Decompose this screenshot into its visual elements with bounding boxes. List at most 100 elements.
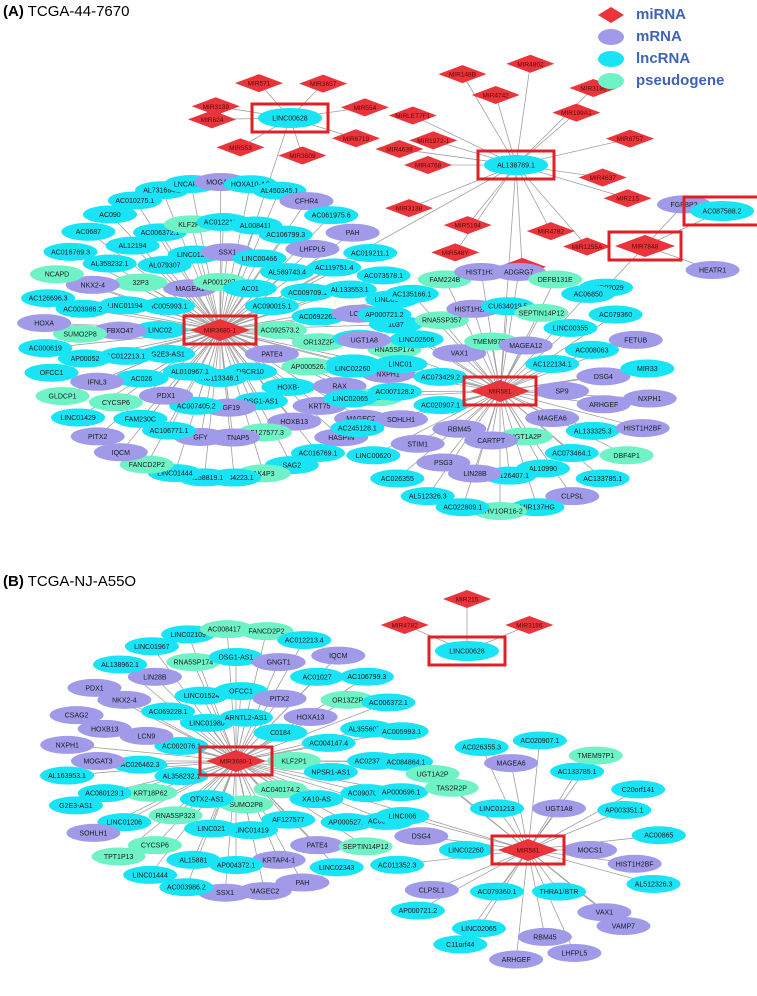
pseudogene-node[interactable]: AC040174.2: [253, 780, 308, 799]
lncrna-node[interactable]: LINC02065: [451, 919, 506, 938]
pseudogene-node[interactable]: OR13Z2P: [291, 333, 346, 352]
lncrna-node[interactable]: AC007128.2: [368, 382, 423, 401]
pseudogene-node[interactable]: SUMO2P8: [53, 324, 108, 343]
lncrna-node[interactable]: LINC01967: [124, 637, 179, 656]
lncrna-node[interactable]: AC004147.4: [301, 733, 356, 752]
lncrna-node[interactable]: C20orf141: [611, 780, 666, 799]
mrna-node[interactable]: IQCM: [311, 646, 366, 665]
mirna-node[interactable]: MIR3609: [278, 146, 327, 165]
lncrna-node[interactable]: AP004372.1: [209, 856, 263, 874]
lncrna-node[interactable]: AL010967.1: [163, 362, 217, 381]
lncrna-node[interactable]: AL15881: [166, 850, 221, 869]
pseudogene-node[interactable]: AP000526.: [281, 357, 336, 376]
pseudogene-node[interactable]: UGT1A2P: [405, 764, 460, 783]
lncrna-node[interactable]: LINC00628: [250, 102, 330, 134]
lncrna-node[interactable]: AC002076.1: [154, 736, 209, 755]
mrna-node[interactable]: MAGEA12: [498, 336, 553, 355]
mrna-node[interactable]: MOCS1: [563, 841, 617, 859]
mrna-node[interactable]: CLPSL1: [404, 880, 459, 899]
lncrna-node[interactable]: AL163953.1: [40, 766, 95, 785]
mrna-node[interactable]: DSG4: [394, 827, 449, 846]
lncrna-node[interactable]: AL358232.1: [82, 254, 137, 273]
lncrna-node[interactable]: OTX2-AS1: [180, 790, 234, 809]
lncrna-node[interactable]: AC01027: [290, 667, 345, 686]
lncrna-node[interactable]: OFCC1: [24, 363, 79, 382]
mrna-node[interactable]: PATE4: [290, 836, 345, 855]
mrna-node[interactable]: PDX1: [138, 386, 193, 405]
lncrna-node[interactable]: AL138789.1: [476, 149, 556, 181]
mirna-node[interactable]: MIR148B: [438, 65, 487, 84]
pseudogene-node[interactable]: CYCSP6: [88, 393, 143, 412]
mrna-node[interactable]: UGT1A8: [532, 799, 586, 818]
lncrna-node[interactable]: AC016769.3: [43, 242, 98, 261]
lncrna-node[interactable]: LINC01429: [51, 408, 106, 427]
lncrna-node[interactable]: AC061975.6: [304, 206, 359, 225]
pseudogene-node[interactable]: KRT18P62: [123, 783, 178, 802]
mrna-node[interactable]: NXPH1: [622, 389, 677, 408]
mirna-node[interactable]: MIR199A1: [552, 103, 601, 122]
lncrna-node[interactable]: AP000696.1: [374, 783, 429, 802]
mirna-node[interactable]: MIR3186: [505, 616, 554, 634]
mrna-node[interactable]: PAH: [275, 873, 330, 892]
mrna-node[interactable]: UGT1A8: [337, 330, 392, 349]
mirna-node[interactable]: MIR571: [234, 74, 283, 93]
lncrna-node[interactable]: LINC02260: [439, 841, 493, 859]
pseudogene-node[interactable]: OR13Z2P: [320, 690, 375, 709]
mrna-node[interactable]: ARHGEF: [489, 950, 544, 969]
mirna-node[interactable]: MIR553: [216, 138, 265, 157]
mrna-node[interactable]: MAGEA6: [525, 409, 580, 428]
lncrna-node[interactable]: DSG1-AS1: [209, 648, 263, 666]
lncrna-node[interactable]: LINC006: [375, 807, 430, 826]
lncrna-node[interactable]: AP000721.2: [357, 305, 412, 324]
mrna-node[interactable]: DSG4: [576, 367, 631, 386]
mrna-node[interactable]: VAX1: [577, 903, 632, 922]
mirna-node[interactable]: MIRLET7F1: [388, 106, 437, 125]
mirna-node[interactable]: MIR3657: [299, 74, 348, 93]
lncrna-node[interactable]: AC090015.1: [244, 297, 299, 315]
pseudogene-node[interactable]: 32P3: [113, 273, 168, 292]
lncrna-node[interactable]: AP00052: [57, 349, 112, 368]
mrna-node[interactable]: PITX2: [252, 689, 307, 708]
mrna-node[interactable]: NKX2-4: [97, 690, 152, 709]
mrna-node[interactable]: CARTPT: [464, 431, 519, 450]
lncrna-node[interactable]: AC079360: [588, 305, 643, 324]
mrna-node[interactable]: GNGT1: [251, 653, 306, 672]
mrna-node[interactable]: PSG3: [416, 453, 471, 472]
lncrna-node[interactable]: AC005993.1: [374, 722, 429, 741]
lncrna-node[interactable]: AC011352.3: [370, 855, 425, 874]
pseudogene-node[interactable]: SEPTIN14P12: [338, 837, 393, 856]
mrna-node[interactable]: VAMP7: [596, 917, 651, 936]
lncrna-node[interactable]: AC003986.2: [159, 878, 214, 897]
mrna-node[interactable]: VAX1: [432, 344, 487, 363]
mrna-node[interactable]: HIST1H2BF: [615, 419, 670, 438]
lncrna-node[interactable]: AC000619: [18, 339, 73, 358]
mrna-node[interactable]: CSAG2: [49, 706, 104, 725]
lncrna-node[interactable]: LINC02: [133, 321, 187, 339]
pseudogene-node[interactable]: TAS2R2P: [424, 778, 479, 797]
lncrna-node[interactable]: LINC02065: [323, 389, 378, 408]
mrna-node[interactable]: KRTAP4-1: [251, 850, 306, 869]
mirna-node[interactable]: MIR215: [443, 590, 491, 608]
lncrna-node[interactable]: AC106799.3: [339, 667, 394, 686]
mrna-node[interactable]: PDX1: [67, 678, 122, 697]
mrna-node[interactable]: SOHLH1: [66, 823, 121, 842]
mirna-node[interactable]: MIR581: [490, 834, 566, 866]
mirna-node[interactable]: MIR215: [603, 189, 652, 208]
lncrna-node[interactable]: AC026355: [370, 469, 425, 488]
mirna-node[interactable]: MIR4637: [578, 168, 627, 187]
mirna-node[interactable]: MIR4782: [380, 616, 429, 634]
lncrna-node[interactable]: AC020907.1: [413, 396, 468, 415]
lncrna-node[interactable]: AC019211.1: [343, 243, 398, 262]
mrna-node[interactable]: MAGEC2: [237, 882, 292, 901]
pseudogene-node[interactable]: DBF4P1: [599, 446, 654, 465]
lncrna-node[interactable]: AC020907.1: [512, 731, 567, 750]
mirna-node[interactable]: MIR6757: [605, 129, 654, 148]
lncrna-node[interactable]: LINC01: [373, 355, 428, 374]
pseudogene-node[interactable]: NCAPD: [29, 265, 84, 284]
mrna-node[interactable]: HIST1H2BF: [607, 854, 662, 873]
lncrna-node[interactable]: AL12194: [105, 236, 160, 255]
lncrna-node[interactable]: AC009709.1: [280, 283, 335, 302]
pseudogene-node[interactable]: KLF2P1: [267, 752, 321, 770]
pseudogene-node[interactable]: FANCD2P2: [239, 622, 294, 641]
mrna-node[interactable]: MOGAT3: [71, 752, 125, 770]
